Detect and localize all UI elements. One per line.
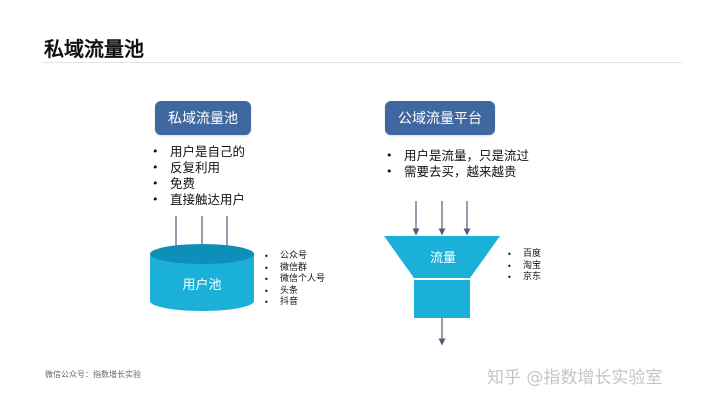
channel-item: 抖音 xyxy=(264,297,325,309)
feature-item: 直接触达用户 xyxy=(152,192,245,208)
feature-item: 用户是自己的 xyxy=(152,144,245,160)
footer-source-note: 微信公众号：指数增长实验 xyxy=(45,370,141,379)
feature-item: 需要去买，越来越贵 xyxy=(386,164,529,180)
channel-item: 淘宝 xyxy=(507,261,541,273)
channel-item: 百度 xyxy=(507,249,541,261)
feature-item: 免费 xyxy=(152,176,245,192)
channel-item: 京东 xyxy=(507,272,541,284)
private-pool-features: 用户是自己的 反复利用 免费 直接触达用户 xyxy=(152,144,245,208)
channel-item: 头条 xyxy=(264,286,325,298)
public-platform-header: 公域流量平台 xyxy=(385,101,495,135)
private-channels-list: 公众号 微信群 微信个人号 头条 抖音 xyxy=(264,251,325,309)
page-title: 私域流量池 xyxy=(44,37,144,61)
user-pool-label: 用户池 xyxy=(182,277,222,293)
channel-item: 微信个人号 xyxy=(264,274,325,286)
feature-item: 用户是流量，只是流过 xyxy=(386,148,529,164)
traffic-label: 流量 xyxy=(429,250,456,266)
feature-item: 反复利用 xyxy=(152,160,245,176)
title-divider xyxy=(42,62,682,63)
channel-item: 微信群 xyxy=(264,263,325,275)
channel-item: 公众号 xyxy=(264,251,325,263)
zhihu-watermark: 知乎 @指数增长实验室 xyxy=(487,368,663,388)
public-channels-list: 百度 淘宝 京东 xyxy=(507,249,541,284)
private-pool-header: 私域流量池 xyxy=(155,101,251,135)
public-platform-features: 用户是流量，只是流过 需要去买，越来越贵 xyxy=(386,148,529,180)
